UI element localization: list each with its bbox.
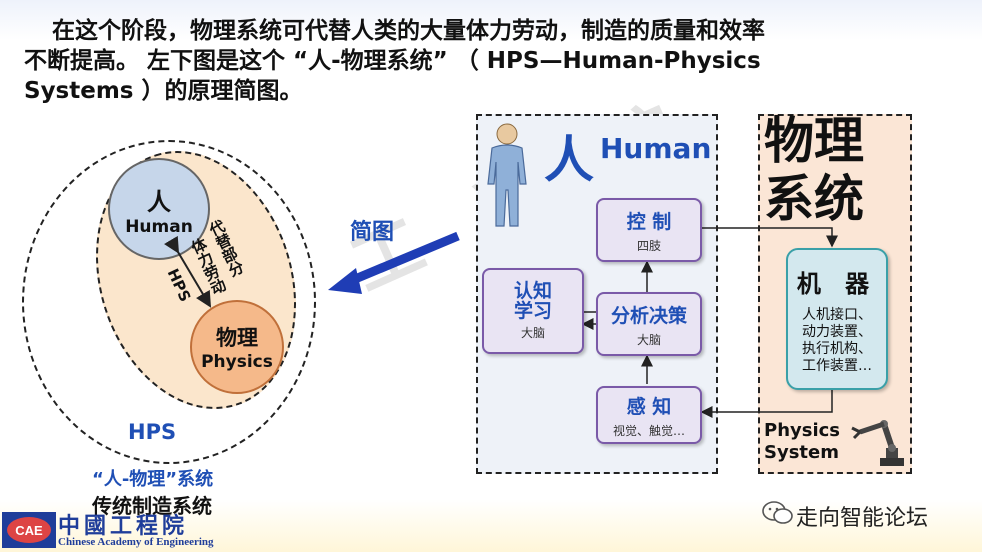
footer-en: Chinese Academy of Engineering	[58, 536, 214, 548]
human-panel-title-cn: 人	[544, 131, 594, 189]
physics-circle: 物理 Physics	[190, 300, 284, 394]
control-sub: 四肢	[636, 238, 661, 253]
machine-item: 人机接口、	[802, 306, 872, 323]
intro-line-2: 不断提高。 左下图是这个 “人-物理系统” （ HPS—Human-Physic…	[24, 48, 761, 74]
decision-title: 分析决策	[610, 304, 687, 327]
system-caption: “人-物理”系统	[92, 469, 214, 490]
cognition-sub: 大脑	[520, 326, 545, 340]
physics-panel-title-line-1: 物理	[764, 112, 864, 170]
machine-item: 执行机构、	[802, 340, 872, 357]
decision-box: 分析决策 大脑	[596, 292, 702, 356]
machine-to-perception-arrow	[700, 388, 833, 418]
cae-logo-text: CAE	[15, 523, 43, 538]
machine-item: 工作装置…	[802, 357, 872, 374]
control-box: 控 制 四肢	[596, 198, 702, 262]
wechat-icon	[762, 501, 793, 524]
jiantu-label: 简图	[350, 220, 395, 245]
physics-circle-cn: 物理	[216, 326, 258, 350]
wechat-label: 走向智能论坛	[796, 506, 929, 531]
hps-double-arrow	[163, 235, 212, 308]
decision-sub: 大脑	[636, 332, 661, 347]
robot-arm-icon	[851, 420, 904, 466]
physics-panel-title: 物理 系统	[764, 112, 864, 228]
human-panel-title-en: Human	[600, 132, 712, 165]
cae-logo: CAE	[2, 512, 56, 548]
hps-outer-boundary	[22, 140, 316, 464]
jiantu-arrow	[346, 231, 460, 287]
human-circle-cn: 人	[147, 187, 171, 216]
intro-line-1: 在这个阶段，物理系统可代替人类的大量体力劳动，制造的质量和效率	[52, 18, 765, 44]
control-title: 控 制	[626, 210, 672, 233]
traditional-caption: 传统制造系统	[92, 494, 212, 518]
intro-text: 在这个阶段，物理系统可代替人类的大量体力劳动，制造的质量和效率 不断提高。 左下…	[24, 16, 964, 106]
physics-system-label: Physics System	[764, 420, 840, 464]
intro-line-3: Systems ）的原理简图。	[24, 78, 303, 104]
cognition-box: 认知 学习 大脑	[482, 268, 584, 354]
physics-system-label-2: System	[764, 442, 839, 463]
physics-circle-en: Physics	[201, 352, 273, 372]
machine-items: 人机接口、 动力装置、 执行机构、 工作装置…	[802, 307, 872, 375]
machine-title: 机 器	[796, 269, 878, 298]
human-figure-icon	[487, 123, 527, 227]
machine-item: 动力装置、	[802, 323, 872, 340]
physics-system-label-1: Physics	[764, 420, 841, 441]
jiantu-arrow-head	[328, 268, 362, 294]
control-to-machine-arrow	[700, 227, 838, 248]
human-circle-en: Human	[125, 216, 193, 237]
perception-box: 感 知 视觉、触觉…	[596, 386, 702, 444]
perception-title: 感 知	[626, 395, 672, 418]
physics-panel-title-line-2: 系统	[764, 170, 864, 228]
footer-cn: 中國工程院	[58, 513, 189, 539]
perception-sub: 视觉、触觉…	[612, 423, 685, 438]
hps-label: HPS	[128, 420, 177, 444]
cognition-title-2: 学习	[513, 300, 552, 322]
machine-box: 机 器 人机接口、 动力装置、 执行机构、 工作装置…	[786, 248, 888, 390]
cognition-title-1: 认知	[513, 280, 552, 302]
